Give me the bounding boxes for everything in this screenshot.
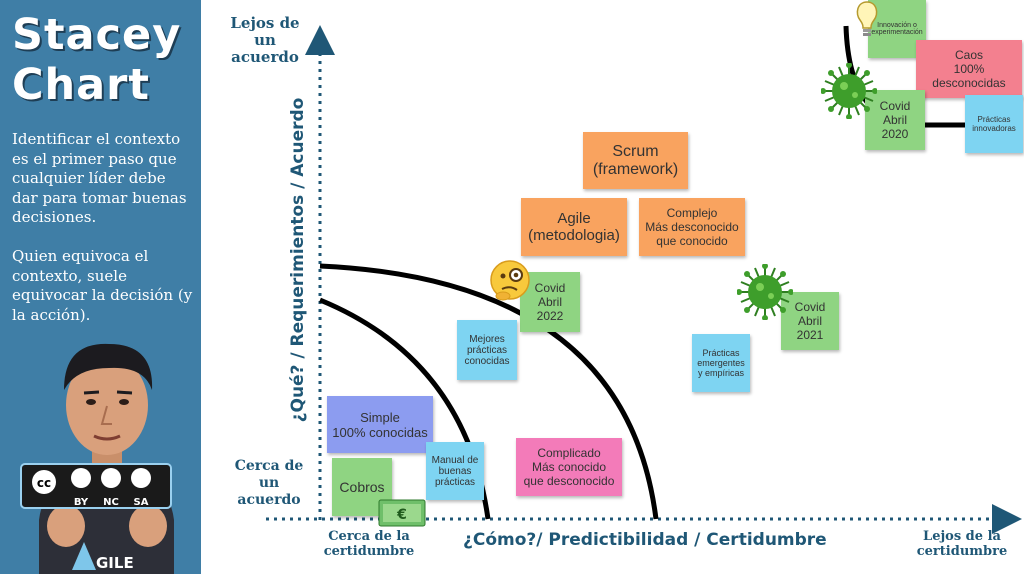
intro-paragraph: Identificar el contexto es el primer pas… (12, 130, 187, 226)
note-mejores-practicas: Mejores prácticas conocidas (457, 320, 517, 380)
license-sa: SA (134, 497, 149, 508)
note-manual: Manual de buenas prácticas (426, 442, 484, 500)
note-complejo: Complejo Más desconocido que conocido (639, 198, 745, 256)
title-line-1: Stacey (12, 10, 182, 60)
sidebar: Stacey Chart Identificar el contexto es … (0, 0, 201, 574)
lightbulb-icon (856, 1, 878, 36)
license-by: BY (74, 497, 89, 508)
note-agile: Agile (metodologia) (521, 198, 627, 256)
agile-logo: GILE (72, 542, 134, 572)
money-icon: € (378, 499, 426, 527)
x-right-label: Lejos de la certidumbre (916, 529, 1008, 559)
note-practicas-innovadoras: Prácticas innovadoras (965, 95, 1023, 153)
stacey-chart-canvas: Lejos de un acuerdo Cerca de un acuerdo … (201, 0, 1024, 574)
author-portrait: cc BY NC SA GILE (20, 343, 174, 574)
logo-text: GILE (96, 554, 134, 572)
warning-paragraph: Quien equivoca el contexto, suele equivo… (12, 247, 193, 324)
complex-boundary (319, 263, 659, 520)
title-line-2: Chart (12, 60, 150, 110)
x-axis-title: ¿Cómo?/ Predictibilidad / Certidumbre (463, 530, 827, 550)
note-scrum: Scrum (framework) (583, 132, 688, 189)
note-covid-2022: Covid Abril 2022 (520, 272, 580, 332)
note-practicas-emergentes: Prácticas emergentes y empíricas (692, 334, 750, 392)
y-axis-title: ¿Qué? / Requerimientos / Acuerdo (288, 97, 308, 423)
virus-icon (737, 264, 793, 320)
svg-text:cc: cc (37, 476, 51, 490)
license-nc: NC (103, 497, 119, 508)
page-title: Stacey Chart (12, 10, 181, 110)
svg-text:€: € (396, 507, 407, 523)
y-bottom-label: Cerca de un acuerdo (234, 458, 304, 508)
note-covid-2021: Covid Abril 2021 (781, 292, 839, 350)
x-left-label: Cerca de la certidumbre (323, 529, 415, 559)
y-top-label: Lejos de un acuerdo (230, 14, 300, 66)
note-simple: Simple 100% conocidas (327, 396, 433, 453)
thinking-face-icon (490, 260, 530, 301)
creative-commons-icon: cc BY NC SA (20, 463, 172, 509)
virus-icon (821, 63, 877, 119)
note-complicado: Complicado Más conocido que desconocido (516, 438, 622, 496)
note-caos: Caos 100% desconocidas (916, 40, 1022, 98)
note-covid-2020: Covid Abril 2020 (865, 90, 925, 150)
